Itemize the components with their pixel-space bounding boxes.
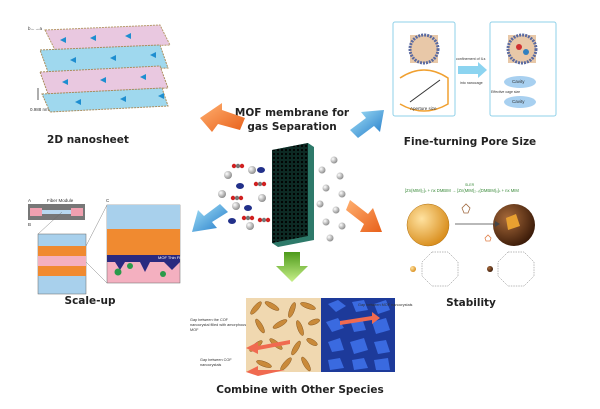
label-2d-nanosheet: 2D nanosheet — [47, 134, 129, 146]
axis-label: b←→a — [28, 26, 43, 31]
reaction-condition: SLER — [465, 183, 475, 187]
arrow-to-combine — [276, 252, 308, 282]
nanocage-before-illustration — [399, 33, 449, 112]
cavity-label-1: Cavity — [512, 79, 525, 84]
cage-polyhedra — [421, 251, 535, 287]
gap-cof-label: Gap between COF nanocrystals — [200, 358, 232, 367]
fiber-cross-section — [37, 233, 87, 295]
label-fine-tuning-pore-size: Fine-turning Pore Size — [404, 136, 536, 148]
panel-b-label: B — [28, 222, 31, 227]
membrane-zoom-illustration — [106, 204, 181, 284]
label-combine-other-species: Combine with Other Species — [216, 384, 383, 396]
zoom-line — [37, 211, 63, 235]
feed-gas-molecules — [218, 163, 271, 230]
confinement-arrow — [458, 62, 487, 78]
arrow-to-scale-up — [192, 204, 228, 232]
label-scale-up: Scale-up — [65, 295, 116, 307]
arrow-to-2d-nanosheet — [200, 103, 245, 132]
center-title-line1: MOF membrane for — [235, 107, 350, 119]
center-membrane: MOF membrane for gas Separation — [218, 107, 350, 247]
zif-core-exposed — [506, 214, 520, 230]
center-title-line2: gas Separation — [247, 121, 336, 133]
panel-2d-nanosheet: b←→a 0.988 nm 2D nanosheet — [28, 24, 171, 146]
gap-cof-filled-arrow — [246, 340, 290, 354]
cof-region — [246, 298, 321, 372]
gap-mof-label: Gap between MOF nanocrystals — [358, 303, 413, 307]
fiber — [42, 210, 71, 214]
effective-cage-label: Effective cage size — [491, 90, 520, 94]
arrow-to-stability — [346, 200, 382, 232]
exchange-arrowhead — [495, 221, 500, 227]
dmbim-ligand-icon — [461, 203, 471, 214]
scale-label: 0.988 nm — [30, 107, 49, 112]
nanocage-after-illustration: Cavity Cavity — [504, 33, 538, 108]
gap-cof-label-wrap: Gap between COF nanocrystals — [200, 358, 232, 367]
panel-scale-up: A Fiber Module B C MOF Thin Film Scale-u… — [28, 198, 185, 307]
zoom-line — [85, 261, 108, 284]
gap-cof-arrow — [246, 366, 285, 376]
pore-frame-after — [489, 21, 557, 117]
fiber-module-end — [30, 208, 42, 216]
arrow-to-pore-size — [350, 110, 384, 138]
label-stability: Stability — [446, 297, 496, 309]
gap-cof-filled-label: Gap between the COF nanocrystal filled w… — [190, 318, 247, 332]
mof-membrane — [272, 143, 308, 243]
gap-cof-filled-label-wrap: Gap between the COF nanocrystal filled w… — [190, 318, 247, 332]
panel-stability: [Zn(MIM)₂]ₙ + nx DMBIM → [Zn(MIM)₂₋ₓ(DMB… — [405, 183, 535, 309]
confinement-label-top: confinement of ILs — [456, 57, 486, 61]
zoom-line — [85, 204, 108, 247]
aperture-label: Aperture size — [410, 106, 437, 111]
nanosheet-layers-illustration — [39, 24, 171, 113]
legend-sphere-dark — [487, 266, 493, 272]
mim-ligand-icon — [484, 234, 492, 242]
mof-thin-film-label: MOF Thin Film — [158, 255, 185, 260]
confinement-label-bottom: into nanocage — [460, 81, 483, 85]
zif-sphere-before — [406, 203, 450, 247]
reaction-formula: [Zn(MIM)₂]ₙ + nx DMBIM → [Zn(MIM)₂₋ₓ(DMB… — [405, 188, 519, 193]
legend-sphere-light — [410, 266, 416, 272]
pore-frame-before — [392, 21, 456, 117]
panel-combine-other-species: Gap between MOF nanocrystals Gap between… — [190, 298, 413, 396]
panel-a-label: A — [28, 198, 31, 203]
fiber-module-label: Fiber Module — [47, 198, 74, 203]
fiber-module-end — [71, 208, 83, 216]
panel-c-label: C — [106, 198, 110, 203]
gap-mof-arrow — [340, 312, 380, 325]
cavity-label-2: Cavity — [512, 99, 525, 104]
permeate-gas-molecules — [316, 156, 346, 242]
panel-fine-tuning-pore-size: Cavity Cavity Aperture size Effective ca… — [392, 21, 557, 148]
